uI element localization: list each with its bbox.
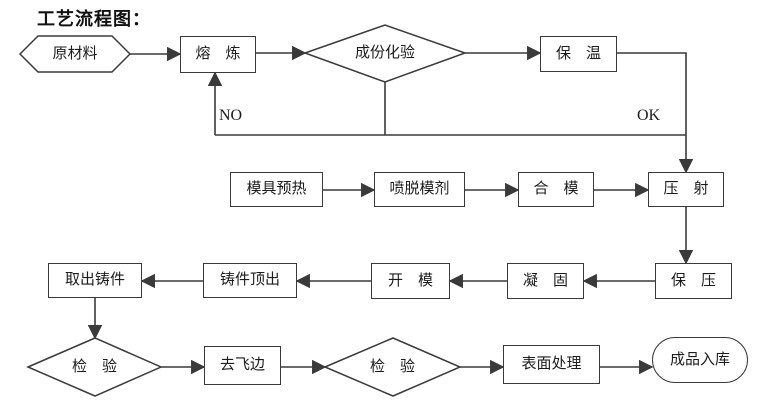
node-surface-treatment-label: 表面处理 — [521, 356, 582, 372]
node-pressure-hold-label: 保 压 — [670, 272, 716, 289]
node-mold-preheat-label: 模具预热 — [246, 181, 307, 197]
page-title: 工艺流程图： — [37, 9, 151, 29]
node-injection-label: 压 射 — [663, 181, 709, 197]
node-mold-open: 开 模 — [371, 263, 450, 299]
node-deburr-label: 去飞边 — [219, 357, 265, 373]
node-inspection-1: 检 验 — [28, 338, 161, 396]
node-finished-storage-label: 成品入库 — [669, 351, 730, 368]
node-melting: 熔 炼 — [180, 36, 256, 73]
node-casting-eject: 铸件顶出 — [203, 263, 297, 298]
node-melting-label: 熔 炼 — [195, 46, 241, 62]
node-inspection-2-label: 检 验 — [369, 358, 415, 375]
node-casting-eject-label: 铸件顶出 — [219, 272, 280, 288]
node-spray-release-agent: 喷脱模剂 — [374, 172, 465, 207]
node-composition-test-label: 成份化验 — [354, 45, 415, 61]
node-solidify: 凝 固 — [507, 263, 584, 299]
node-raw-material: 原材料 — [20, 36, 130, 72]
node-take-out-casting-label: 取出铸件 — [64, 272, 125, 288]
node-mold-close: 合 模 — [518, 172, 594, 207]
node-mold-preheat: 模具预热 — [230, 172, 323, 207]
node-spray-release-agent-label: 喷脱模剂 — [389, 181, 450, 197]
node-heat-preservation-label: 保 温 — [555, 45, 601, 62]
node-finished-storage: 成品入库 — [652, 337, 748, 383]
node-take-out-casting: 取出铸件 — [48, 263, 142, 298]
node-composition-test: 成份化验 — [305, 25, 465, 82]
node-heat-preservation: 保 温 — [540, 36, 617, 72]
node-solidify-label: 凝 固 — [522, 272, 568, 289]
node-injection: 压 射 — [648, 172, 724, 207]
node-deburr: 去飞边 — [204, 346, 281, 385]
node-mold-close-label: 合 模 — [533, 181, 579, 197]
branch-label-ok: OK — [637, 107, 661, 124]
node-surface-treatment: 表面处理 — [503, 345, 600, 384]
node-pressure-hold: 保 压 — [655, 263, 732, 299]
connector-heatpreservation-injection — [617, 52, 694, 174]
node-inspection-1-label: 检 验 — [71, 358, 117, 375]
branch-label-no: NO — [219, 107, 243, 124]
node-inspection-2: 检 验 — [325, 338, 460, 396]
node-raw-material-label: 原材料 — [52, 45, 98, 62]
node-mold-open-label: 开 模 — [387, 272, 433, 289]
